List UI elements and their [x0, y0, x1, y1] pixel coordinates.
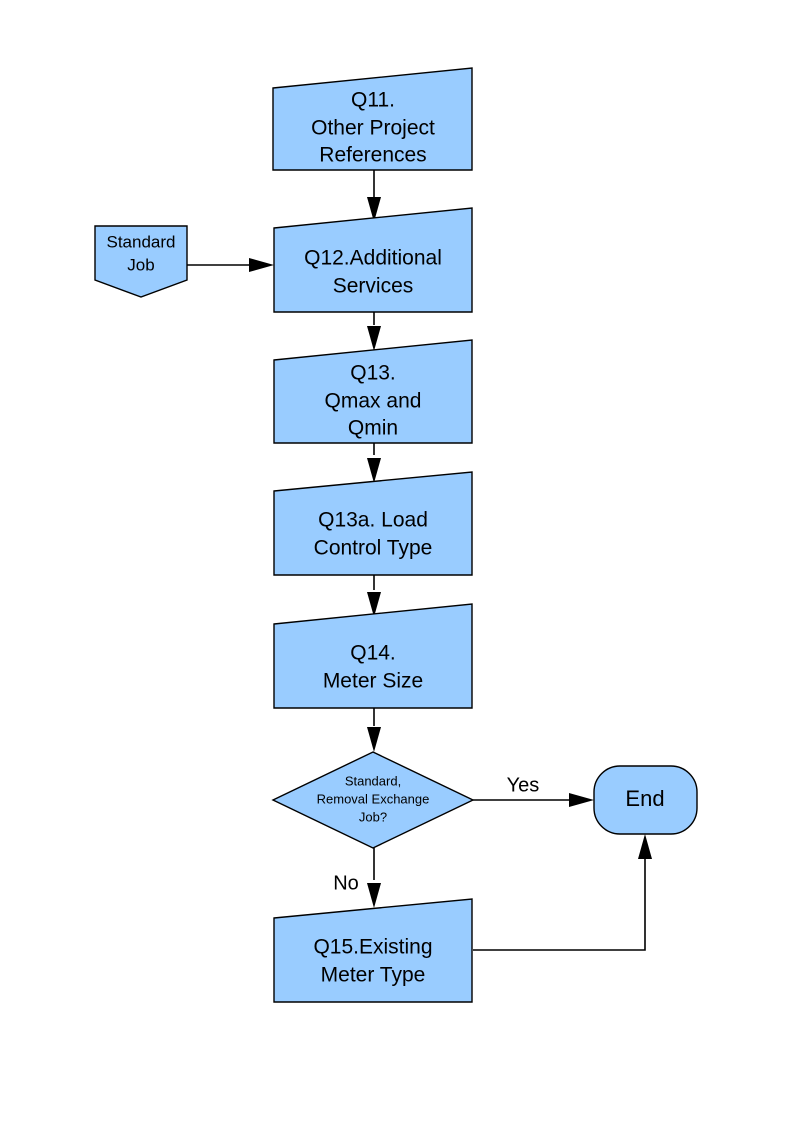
q13-shape [273, 339, 473, 444]
q15-label-line-2: Meter Type [321, 964, 426, 987]
q13-label-line-2: Qmax and [325, 390, 422, 413]
connector-q11-to-q12 [367, 170, 381, 222]
arrowhead [569, 793, 594, 807]
connector-q14-to-decision [367, 708, 381, 752]
q12-label-line-2: Services [333, 275, 414, 298]
q14-label-line-1: Q14. [350, 642, 396, 665]
node-q13a[interactable]: Q13a. Load Control Type [273, 471, 473, 576]
standard-job-label-line-2: Job [127, 255, 154, 274]
node-q15[interactable]: Q15.Existing Meter Type [273, 898, 473, 1003]
node-end[interactable]: End [593, 765, 698, 835]
decision-label-line-1: Standard, [345, 773, 401, 788]
q15-shape [273, 898, 473, 1003]
node-decision[interactable]: Standard, Removal Exchange Job? [271, 751, 475, 849]
q13-label-line-3: Qmin [348, 417, 398, 440]
arrowhead [638, 834, 652, 859]
q14-label-line-2: Meter Size [323, 670, 423, 693]
arrowhead [367, 883, 381, 908]
q12-label-line-1: Q12.Additional [304, 247, 442, 270]
arrowhead [367, 197, 381, 222]
edge-label-yes: Yes [507, 774, 540, 796]
arrowhead [367, 458, 381, 483]
decision-label-line-3: Job? [359, 809, 387, 824]
q15-label-line-1: Q15.Existing [313, 936, 432, 959]
standard-job-shape [94, 225, 188, 298]
node-q14[interactable]: Q14. Meter Size [273, 603, 473, 709]
q11-label-line-1: Q11. [351, 89, 395, 112]
connector-q13-to-q13a [367, 443, 381, 483]
connector-decision-to-end-yes [473, 793, 594, 807]
end-shape [593, 765, 698, 835]
standard-job-label-line-1: Standard [107, 232, 176, 251]
node-q12[interactable]: Q12.Additional Services [273, 207, 473, 313]
end-label: End [625, 786, 664, 811]
decision-shape [271, 751, 475, 849]
connector-standardjob-to-q12 [187, 258, 274, 272]
q12-shape [273, 207, 473, 313]
q14-shape [273, 603, 473, 709]
q11-shape [272, 67, 473, 171]
arrowhead [367, 727, 381, 752]
decision-label-line-2: Removal Exchange [317, 791, 430, 806]
node-standard-job[interactable]: Standard Job [94, 225, 188, 298]
q13-label-line-1: Q13. [350, 362, 396, 385]
q13a-shape [273, 471, 473, 576]
arrowhead [249, 258, 274, 272]
q11-label-line-2: Other Project [311, 117, 435, 140]
connector-decision-to-q15-no [367, 848, 381, 908]
q13a-label-line-2: Control Type [314, 537, 433, 560]
q13a-label-line-1: Q13a. Load [318, 509, 428, 532]
q11-label-line-3: References [319, 144, 426, 167]
connector-q12-to-q13 [367, 312, 381, 351]
connector-q13a-to-q14 [367, 575, 381, 617]
arrowhead [367, 592, 381, 617]
edge-label-no: No [333, 872, 359, 894]
arrowhead [367, 326, 381, 351]
node-q13[interactable]: Q13. Qmax and Qmin [273, 339, 473, 444]
node-q11[interactable]: Q11. Other Project References [272, 67, 473, 171]
connector-q15-to-end [473, 834, 652, 951]
